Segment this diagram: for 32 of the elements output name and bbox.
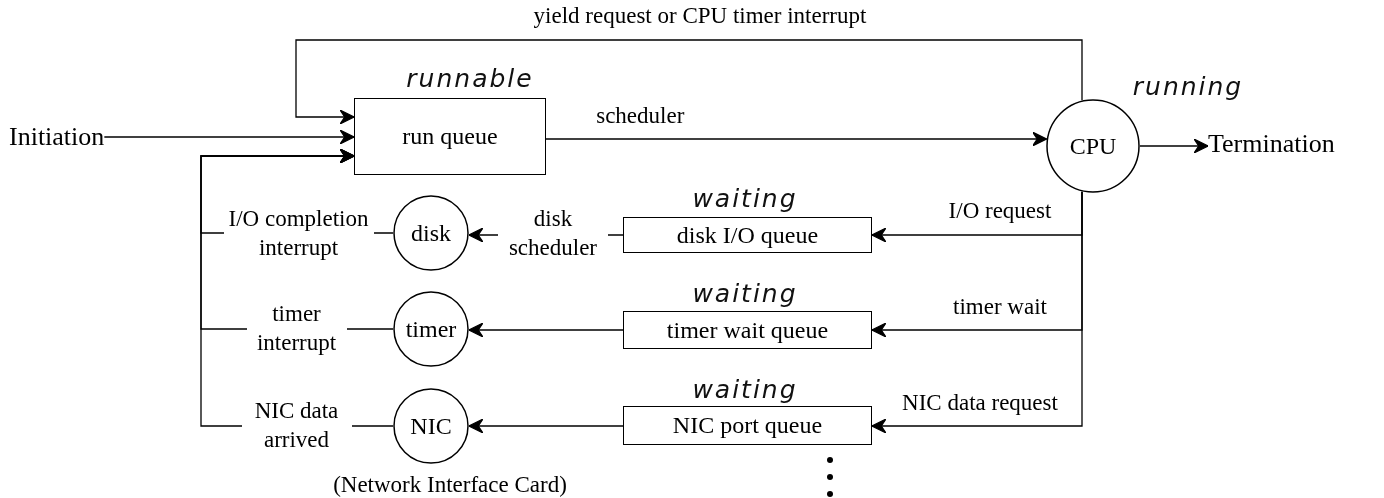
edge-label: I/O request	[948, 196, 1052, 225]
node-label: disk	[411, 219, 451, 247]
arrow	[103, 129, 355, 145]
queue-box	[623, 406, 872, 445]
arrow	[295, 39, 1083, 125]
handwritten-note: waiting	[692, 278, 798, 308]
state-label: Termination	[1208, 129, 1335, 159]
handwritten-note: running	[1132, 71, 1244, 101]
arrow	[871, 191, 1083, 434]
edge-label: timer wait	[953, 292, 1047, 321]
node-label: NIC	[410, 412, 452, 440]
node-label: disk I/O queue	[676, 221, 819, 249]
queue-box	[623, 311, 872, 349]
node-label: NIC port queue	[672, 412, 823, 439]
queue-box	[623, 217, 872, 253]
node-label: CPU	[1069, 132, 1117, 160]
arrow	[468, 418, 624, 434]
handwritten-note: waiting	[692, 374, 798, 404]
node-label: timer wait queue	[666, 316, 829, 344]
handwritten-note: waiting	[692, 183, 798, 213]
node-label: run queue	[402, 123, 498, 150]
handwritten-note: runnable	[406, 63, 534, 93]
arrow	[468, 322, 624, 338]
arrow	[1139, 138, 1209, 154]
queue-box	[354, 98, 546, 175]
node-caption: (Network Interface Card)	[333, 472, 567, 498]
state-label: Initiation	[9, 122, 105, 152]
node-label: timer	[405, 315, 457, 343]
edge-label: scheduler	[596, 101, 685, 130]
arrow	[545, 131, 1048, 147]
edge-label: NIC data request	[902, 388, 1058, 417]
edge-label: yield request or CPU timer interrupt	[533, 1, 867, 30]
